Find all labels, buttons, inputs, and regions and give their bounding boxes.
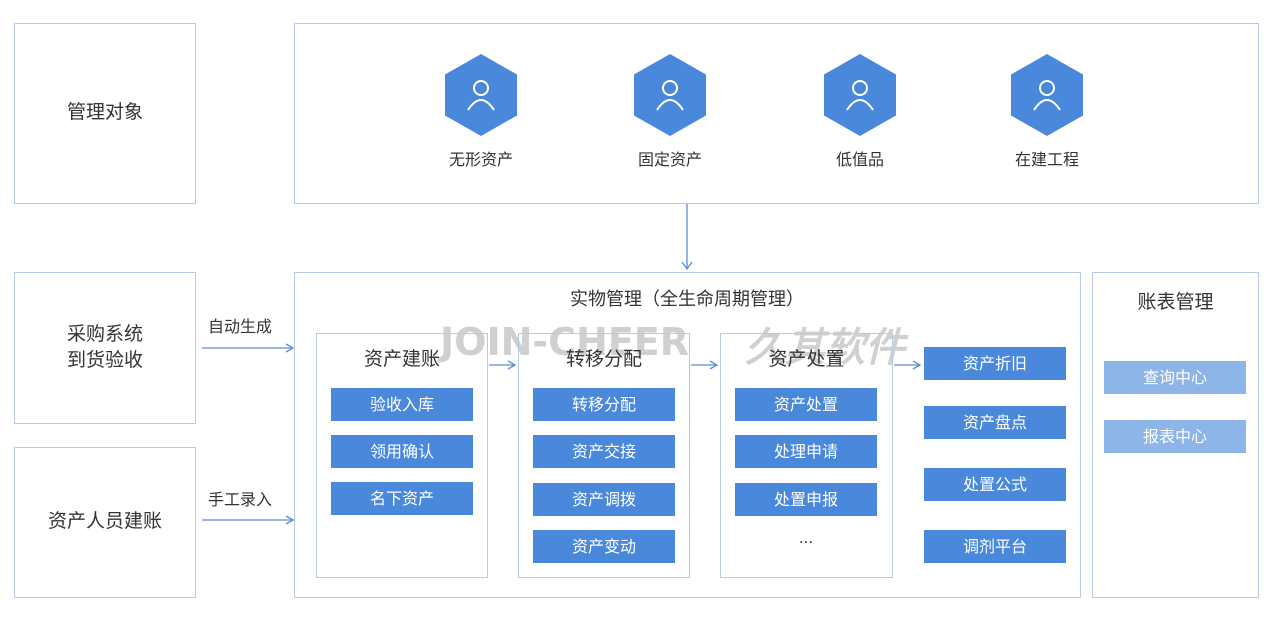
object-label: 低值品: [835, 150, 884, 169]
report-title: 账表管理: [1137, 291, 1214, 313]
item-button[interactable]: 领用确认: [331, 435, 473, 468]
column-title: 资产建账: [363, 348, 440, 370]
right-item-button[interactable]: 调剂平台: [924, 530, 1066, 563]
item-button[interactable]: 验收入库: [331, 388, 473, 421]
manual-box: 资产人员建账: [14, 447, 196, 598]
query-center-button[interactable]: 查询中心: [1104, 361, 1246, 394]
column-title: 资产处置: [768, 348, 845, 370]
manual-label: 资产人员建账: [47, 510, 162, 532]
object-label: 在建工程: [1014, 150, 1079, 169]
object-label: 固定资产: [637, 150, 702, 169]
item-button[interactable]: 处理申请: [735, 435, 877, 468]
column-disposal: [720, 333, 893, 578]
right-item-button[interactable]: 资产盘点: [924, 406, 1066, 439]
objects-box: [294, 23, 1259, 204]
auto-gen-label: 自动生成: [207, 317, 272, 336]
item-button[interactable]: 处置申报: [735, 483, 877, 516]
manage-object-label: 管理对象: [66, 101, 143, 123]
object-label: 无形资产: [448, 150, 513, 169]
item-button[interactable]: 资产调拨: [533, 483, 675, 516]
report-box: [1092, 272, 1259, 598]
column-transfer: [518, 333, 690, 578]
item-button[interactable]: 资产处置: [735, 388, 877, 421]
right-item-button[interactable]: 处置公式: [924, 468, 1066, 501]
procure-box: 采购系统 到货验收: [14, 272, 196, 424]
item-button[interactable]: 资产变动: [533, 530, 675, 563]
item-button[interactable]: 名下资产: [331, 482, 473, 515]
manual-input-label: 手工录入: [207, 490, 272, 509]
item-button[interactable]: 资产交接: [533, 435, 675, 468]
procure-line2: 到货验收: [66, 349, 143, 371]
main-title: 实物管理（全生命周期管理）: [570, 289, 804, 310]
column-title: 转移分配: [565, 348, 642, 370]
column-asset-booking: [316, 333, 488, 578]
report-center-button[interactable]: 报表中心: [1104, 420, 1246, 453]
main-box: [294, 272, 1081, 598]
right-item-button[interactable]: 资产折旧: [924, 347, 1066, 380]
item-button[interactable]: 转移分配: [533, 388, 675, 421]
manage-object-box: 管理对象: [14, 23, 196, 204]
more-ellipsis: ...: [798, 529, 814, 547]
procure-line1: 采购系统: [66, 323, 143, 345]
